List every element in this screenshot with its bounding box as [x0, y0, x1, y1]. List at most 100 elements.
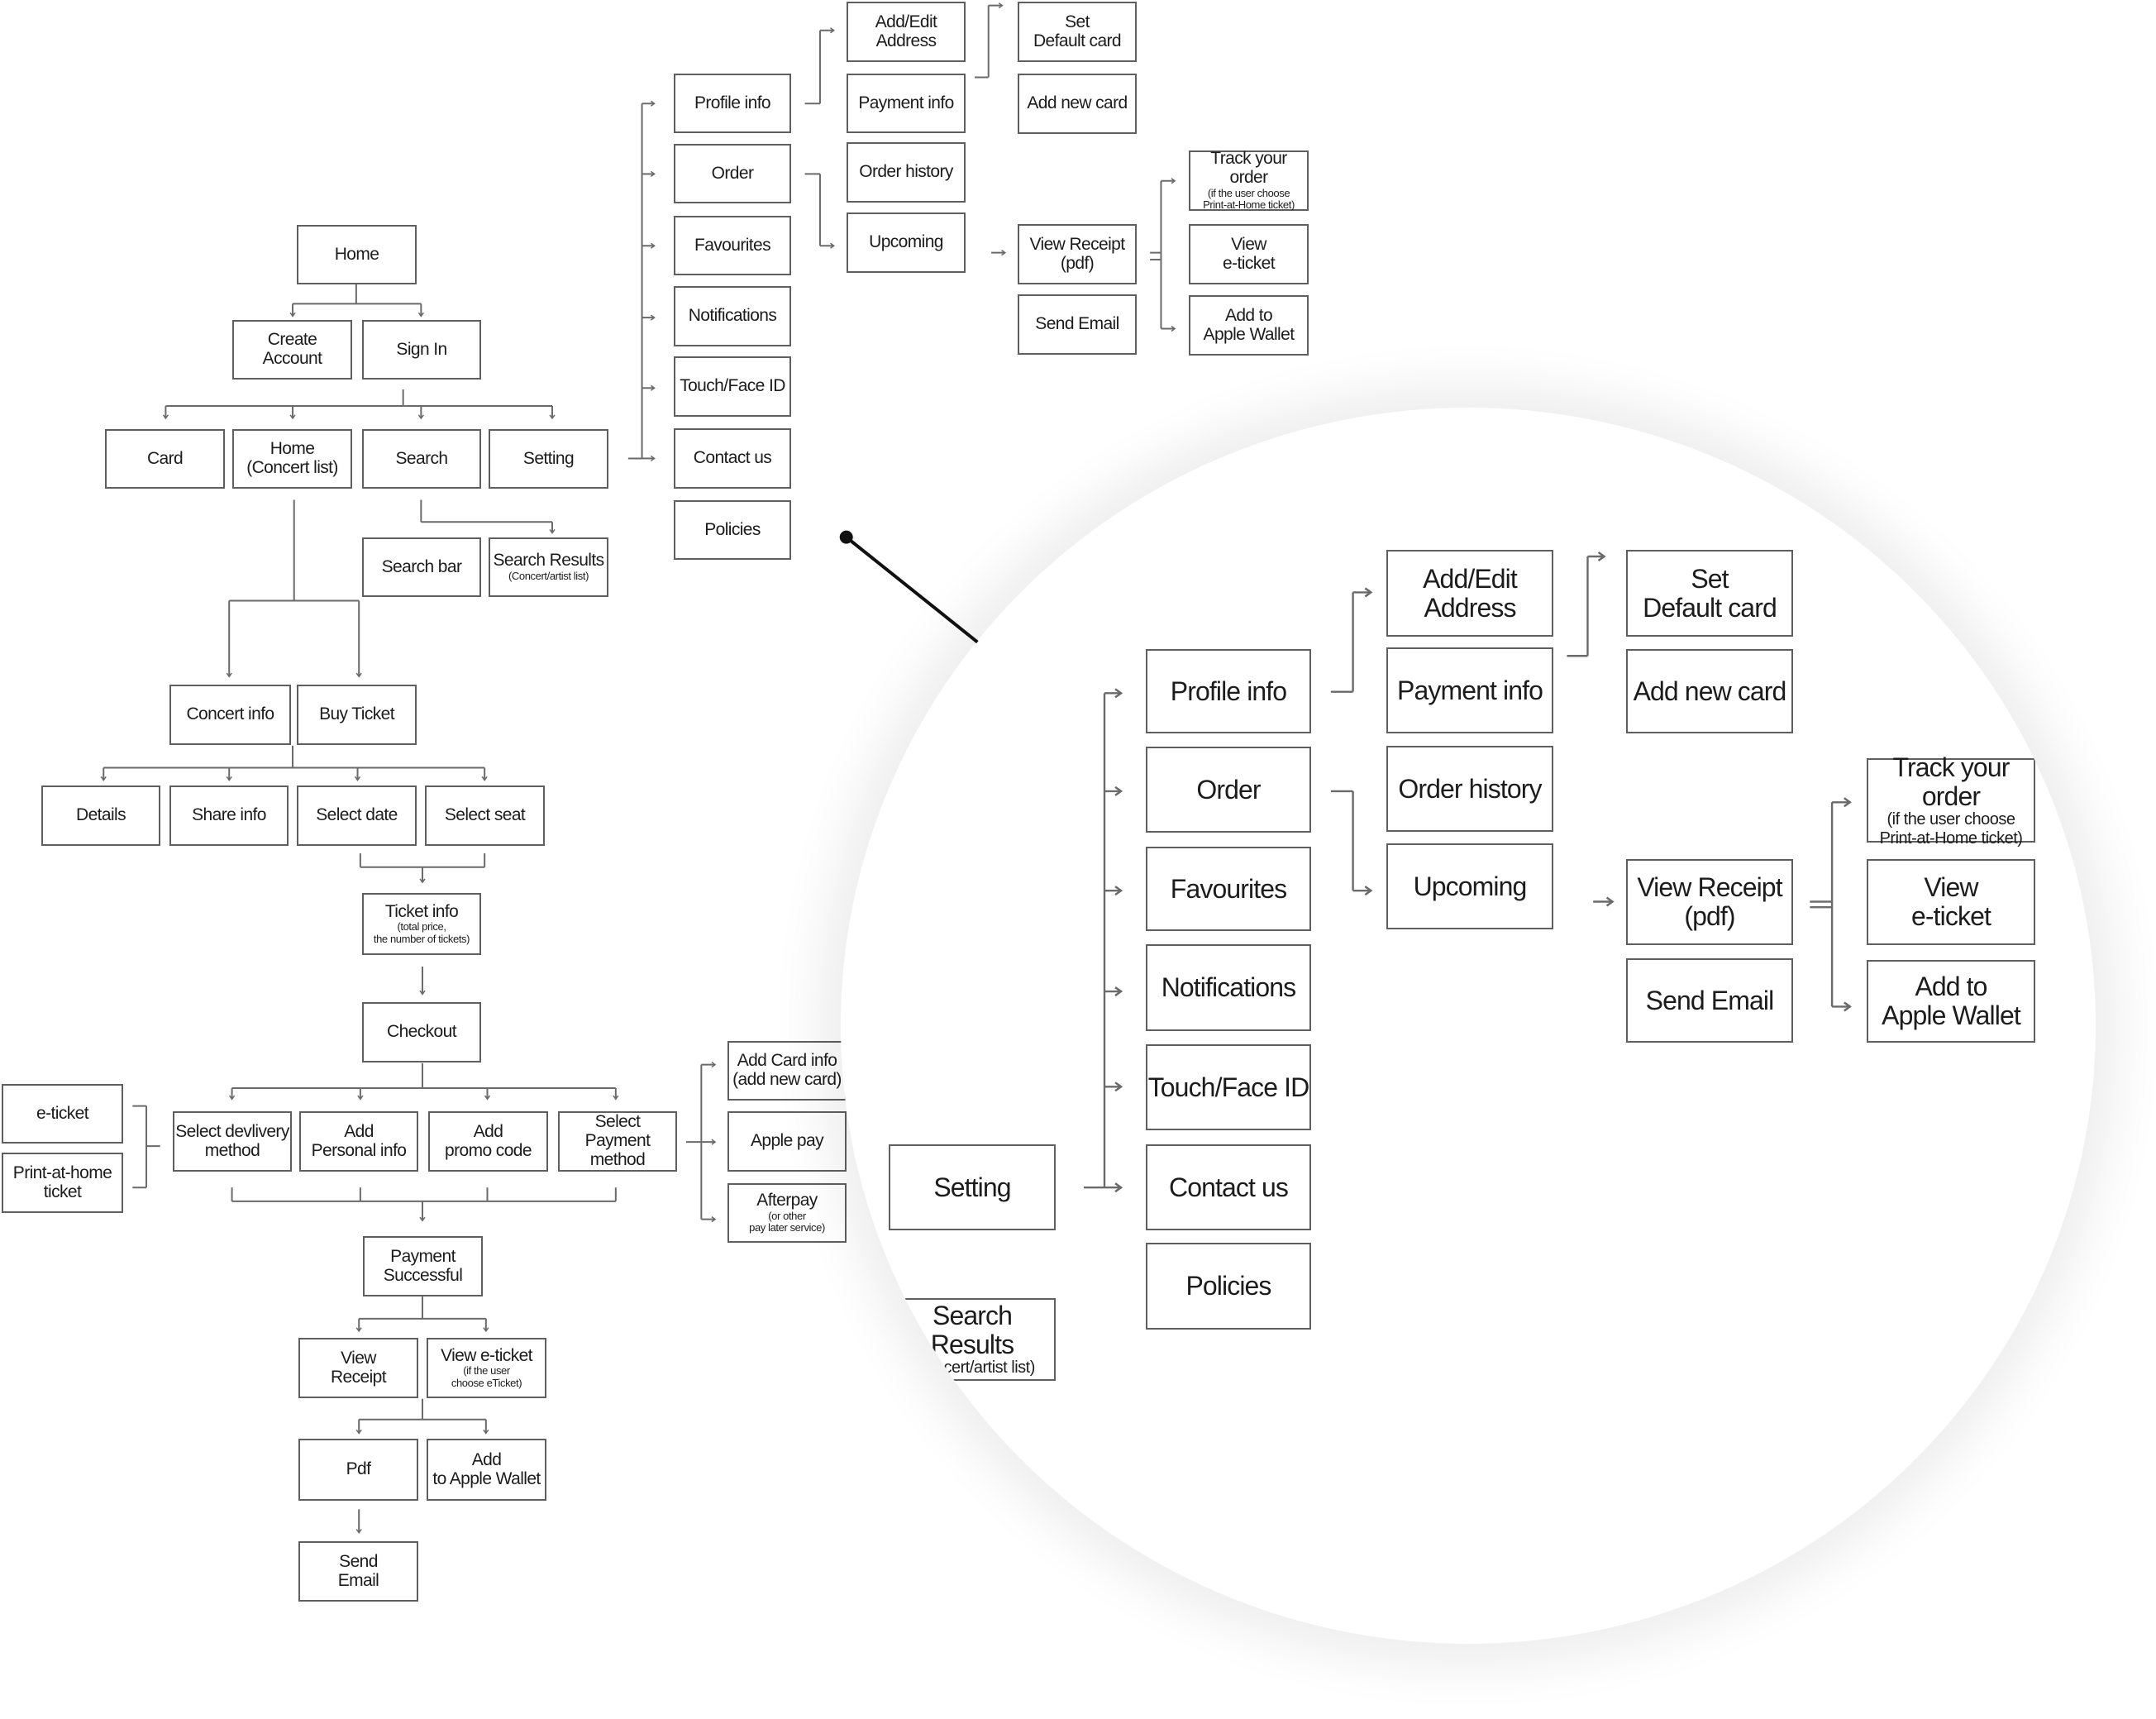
- node-text-l2: e-ticket: [1911, 901, 1991, 931]
- node-text-l2: (add new card): [732, 1070, 842, 1089]
- zoom-arrow-head-3: [1114, 986, 1123, 997]
- arrow-head-20: [355, 1327, 362, 1333]
- zoom-touch-face-id-node: Touch/Face ID: [1146, 1044, 1311, 1130]
- node-text-l1: Add Card info: [737, 1051, 837, 1071]
- node-text-l1: Policies: [1185, 1271, 1271, 1301]
- node-text-l1: Search Results: [493, 551, 605, 571]
- arrow-head-15: [228, 1095, 236, 1101]
- setting-node: Setting: [489, 429, 608, 489]
- node-text-l1: Payment info: [858, 93, 954, 112]
- arrow-head-23: [483, 1429, 489, 1435]
- zoom-arrow-head-10: [1844, 797, 1852, 808]
- node-text-l1: Favourites: [1170, 873, 1287, 904]
- node-text-sub2: Print-at-Home ticket): [1203, 198, 1295, 212]
- node-text-l1: View: [1924, 872, 1978, 903]
- node-text-l2: (pdf): [1684, 901, 1735, 931]
- contact-us-node: Contact us: [674, 428, 791, 489]
- sign-in-node: Sign In: [362, 320, 481, 380]
- node-text-l1: Contact us: [1169, 1172, 1289, 1202]
- zoom-arrow-head-8: [1597, 551, 1606, 562]
- arrow-head-4: [417, 414, 424, 420]
- node-text-l1: Card: [146, 448, 184, 468]
- node-text-l2: to Apple Wallet: [432, 1468, 541, 1488]
- node-text-l2: Payment method: [584, 1131, 651, 1169]
- arrow-head-14: [419, 990, 426, 996]
- search-bar-node: Search bar: [362, 537, 481, 597]
- arrow-head-25: [711, 1061, 717, 1068]
- node-text-l1: Add new card: [1633, 676, 1787, 706]
- node-text-l1: Order: [711, 163, 754, 183]
- search-node: Search: [362, 429, 481, 489]
- home-concert-node: Home(Concert list): [232, 429, 352, 489]
- node-text-l1: Create: [267, 330, 317, 350]
- select-date-node: Select date: [297, 785, 417, 846]
- node-text-l2: promo code: [445, 1140, 532, 1160]
- node-text-l1: Policies: [704, 519, 761, 539]
- zoom-policies-node: Policies: [1146, 1243, 1311, 1330]
- node-text-l1: Search: [395, 448, 449, 468]
- add-new-card-node: Add new card: [1018, 74, 1137, 134]
- arrow-head-13: [419, 878, 426, 884]
- order-history-node: Order history: [847, 142, 966, 203]
- arrow-head-10: [226, 776, 232, 781]
- arrow-head-39: [1171, 325, 1176, 332]
- details-node: Details: [41, 785, 160, 846]
- node-text-l1: Set: [1065, 12, 1090, 31]
- node-text-l1: Share info: [192, 805, 266, 825]
- arrow-head-6: [549, 528, 556, 534]
- node-text-l1: View e-ticket: [441, 1345, 532, 1365]
- zoom-arrow-head-6: [1364, 587, 1373, 598]
- node-text-l1: Checkout: [387, 1022, 457, 1042]
- order-node: Order: [674, 144, 791, 203]
- node-text-l1: Add to: [1224, 305, 1273, 325]
- arrow-head-22: [355, 1429, 362, 1435]
- node-text-l1: Afterpay: [756, 1191, 818, 1210]
- node-text-l1: View Receipt: [1029, 234, 1126, 254]
- node-text-sub2: Print-at-Home ticket): [1879, 828, 2023, 848]
- search-results-node: Search Results(Concert/artist list): [489, 537, 608, 597]
- zoom-notifications-node: Notifications: [1146, 944, 1311, 1031]
- arrow-head-24: [355, 1529, 362, 1534]
- node-text-l2: Account: [262, 349, 322, 368]
- ticket-info-node: Ticket info(total price,the number of ti…: [362, 893, 481, 955]
- favourites-node: Favourites: [674, 216, 791, 275]
- node-text-l1: Order history: [1398, 773, 1542, 804]
- node-text-l1: Profile info: [1170, 676, 1287, 706]
- node-text-l1: Profile info: [694, 93, 771, 112]
- node-text-sub1: (total price,: [397, 920, 446, 934]
- node-text-l2: e-ticket: [1223, 253, 1275, 273]
- node-text-l1: Print-at-home: [12, 1163, 112, 1182]
- zoom-arrow-head-9: [1605, 896, 1615, 907]
- arrow-head-9: [100, 776, 107, 781]
- notifications-node: Notifications: [674, 286, 791, 346]
- zoom-favourites-node: Favourites: [1146, 847, 1311, 931]
- zoom-arrow-head-0: [1114, 688, 1123, 699]
- arrow-head-35: [830, 242, 835, 249]
- node-text-l2: Apple Wallet: [1882, 1000, 2021, 1030]
- node-text-l2: Default card: [1033, 31, 1122, 50]
- node-text-l1: Add: [471, 1449, 502, 1469]
- node-text-l1: Select devlivery: [175, 1121, 289, 1141]
- node-text-l1: Set: [1691, 563, 1729, 594]
- node-text-l1: Track your order: [1892, 752, 2011, 811]
- node-text-l1: Concert info: [186, 704, 274, 724]
- add-card-info-node: Add Card info(add new card): [727, 1041, 847, 1101]
- e-ticket-node: e-ticket: [2, 1084, 123, 1144]
- node-text-l1: e-ticket: [36, 1103, 88, 1123]
- node-text-l1: Add new card: [1027, 93, 1128, 113]
- apple-pay-node: Apple pay: [727, 1111, 847, 1172]
- node-text-l2: Default card: [1643, 592, 1777, 623]
